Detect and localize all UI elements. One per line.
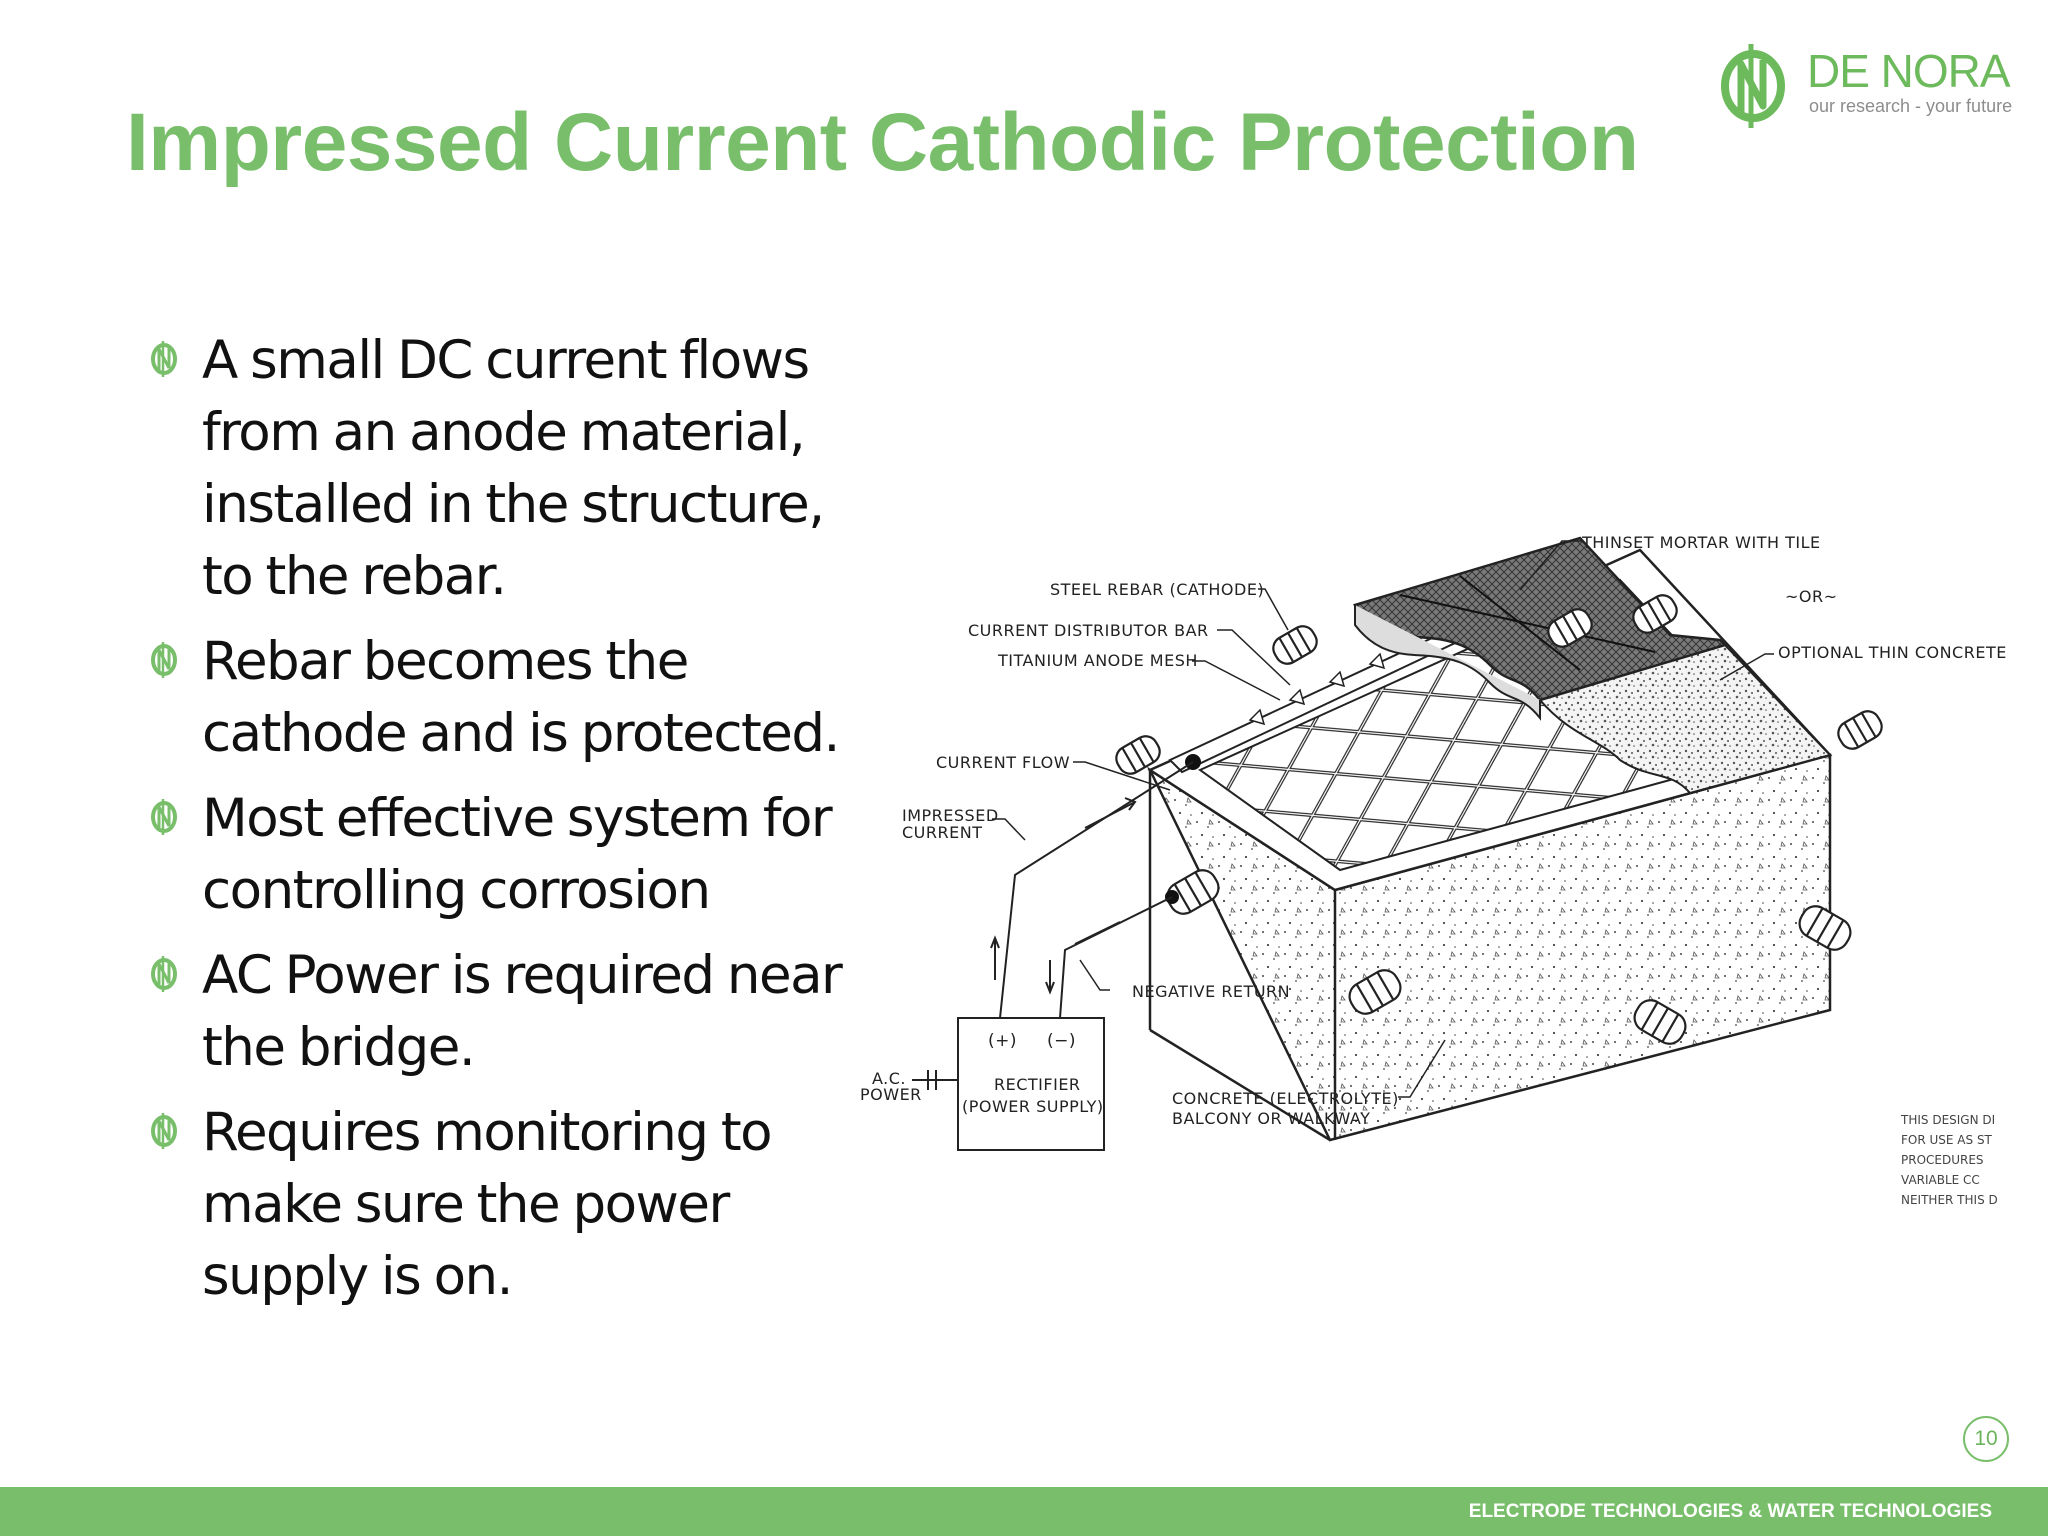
label-balcony-walkway: BALCONY OR WALKWAY: [1172, 1109, 1370, 1128]
label-impressed-current-line2: CURRENT: [902, 823, 982, 842]
label-distributor-bar: CURRENT DISTRIBUTOR BAR: [968, 621, 1209, 640]
note-line-2: FOR USE AS ST: [1901, 1133, 1993, 1147]
footer-text: ELECTRODE TECHNOLOGIES & WATER TECHNOLOG…: [1468, 1501, 1992, 1522]
label-current-flow: CURRENT FLOW: [936, 753, 1070, 772]
de-nora-bullet-icon: [151, 799, 177, 835]
bullet-item: Rebar becomes the cathode and is protect…: [148, 626, 848, 770]
label-or: ~OR~: [1785, 587, 1838, 606]
label-plus-terminal: (+): [988, 1031, 1017, 1051]
label-negative-return: NEGATIVE RETURN: [1132, 982, 1290, 1001]
label-anode-mesh: TITANIUM ANODE MESH: [997, 651, 1198, 670]
logo-tagline: our research - your future: [1809, 96, 2013, 116]
de-nora-logo-mark: [1721, 44, 1785, 128]
label-impressed-current-line1: IMPRESSED: [902, 806, 999, 825]
footer-bar: ELECTRODE TECHNOLOGIES & WATER TECHNOLOG…: [0, 1487, 2048, 1536]
impressed-current-wire: [999, 761, 1194, 1019]
de-nora-bullet-icon: [151, 1113, 177, 1149]
rectifier-box: [957, 1017, 1105, 1151]
label-ac-power-line1: A.C.: [872, 1069, 906, 1088]
de-nora-logo: DE NORA our research - your future: [1715, 38, 2015, 138]
bullet-text: Requires monitoring to make sure the pow…: [202, 1102, 773, 1307]
label-power-supply: (POWER SUPPLY): [962, 1097, 1104, 1116]
note-line-3: PROCEDURES: [1901, 1153, 1984, 1167]
bullet-text: A small DC current flows from an anode m…: [202, 330, 825, 607]
bullet-text: Rebar becomes the cathode and is protect…: [202, 631, 840, 764]
cathodic-protection-diagram: THINSET MORTAR WITH TILE ~OR~ OPTIONAL T…: [820, 400, 2020, 1240]
rebar-stubs: [1115, 594, 1883, 1045]
label-ac-power-line2: POWER: [860, 1085, 922, 1104]
note-line-5: NEITHER THIS D: [1901, 1193, 1998, 1207]
bullet-item: Most effective system for controlling co…: [148, 783, 848, 927]
bullet-item: Requires monitoring to make sure the pow…: [148, 1097, 848, 1313]
label-minus-terminal: (−): [1047, 1031, 1076, 1051]
bullet-text: Most effective system for controlling co…: [202, 788, 833, 921]
page-number-badge: 10: [1963, 1416, 2009, 1462]
logo-wordmark: DE NORA: [1807, 45, 2011, 97]
slide-title: Impressed Current Cathodic Protection: [126, 97, 1639, 188]
bullet-item: AC Power is required near the bridge.: [148, 940, 848, 1084]
de-nora-bullet-icon: [151, 341, 177, 377]
de-nora-bullet-icon: [151, 642, 177, 678]
label-thinset: THINSET MORTAR WITH TILE: [1581, 533, 1821, 552]
note-line-4: VARIABLE CC: [1901, 1173, 1980, 1187]
bullet-text: AC Power is required near the bridge.: [202, 945, 843, 1078]
label-optional-concrete: OPTIONAL THIN CONCRETE: [1778, 643, 2007, 662]
negative-return-wire: [1059, 896, 1173, 1019]
bullet-item: A small DC current flows from an anode m…: [148, 325, 848, 613]
bullet-list: A small DC current flows from an anode m…: [148, 325, 848, 1326]
label-steel-rebar: STEEL REBAR (CATHODE): [1050, 580, 1264, 599]
de-nora-bullet-icon: [151, 956, 177, 992]
diagram-drawing: THINSET MORTAR WITH TILE ~OR~ OPTIONAL T…: [860, 533, 2007, 1207]
optional-thin-concrete: [1538, 643, 1832, 795]
note-line-1: THIS DESIGN DI: [1900, 1113, 1995, 1127]
label-rectifier: RECTIFIER: [994, 1075, 1081, 1094]
label-concrete-electrolyte: CONCRETE (ELECTROLYTE): [1172, 1089, 1399, 1108]
